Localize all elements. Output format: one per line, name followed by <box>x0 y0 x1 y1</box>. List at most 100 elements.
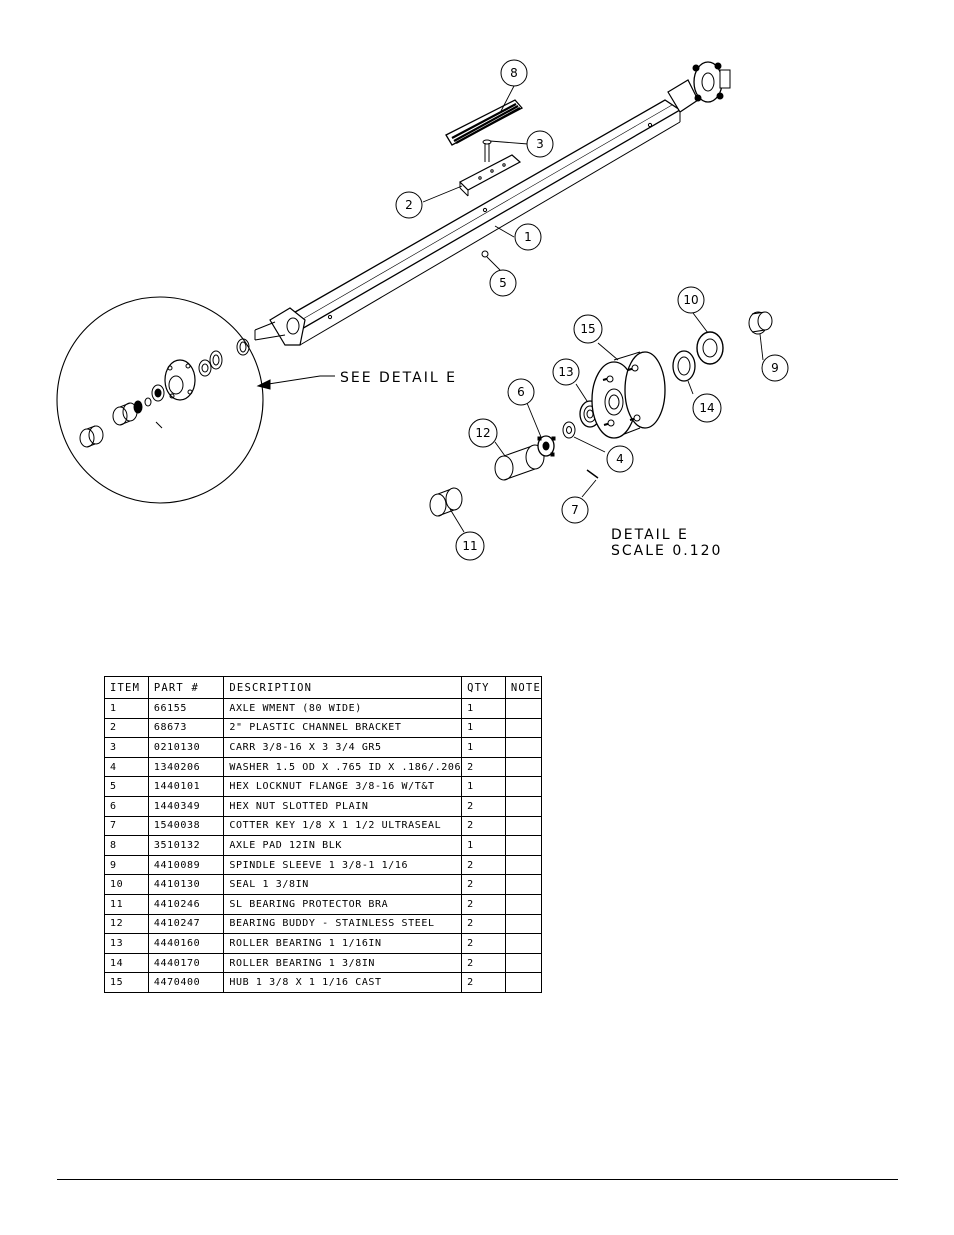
callout-12 <box>468 418 498 448</box>
detail-e-parts <box>429 311 773 517</box>
bom-cell-part: 4410089 <box>147 854 225 876</box>
bom-cell-note <box>504 698 543 719</box>
callout-label-13: 13 <box>558 365 573 379</box>
right-hub <box>667 61 731 113</box>
bom-cell-description: HUB 1 3/8 X 1 1/16 CAST <box>223 972 463 993</box>
callout-label-3: 3 <box>536 137 544 151</box>
bom-cell-note <box>504 795 543 817</box>
callout-14 <box>692 393 722 423</box>
callout-label-7: 7 <box>571 503 579 517</box>
locknut <box>481 250 489 258</box>
bom-cell-item: 2 <box>104 717 149 739</box>
drawing-notes: SEE DETAIL E DETAIL E SCALE 0.120 <box>340 370 722 559</box>
bom-cell-part: 68673 <box>147 717 225 739</box>
bom-cell-note <box>504 815 543 837</box>
callout-label-15: 15 <box>580 322 595 336</box>
bom-cell-qty: 2 <box>461 795 506 817</box>
bom-cell-note <box>504 933 543 954</box>
bom-cell-qty: 1 <box>461 776 506 797</box>
bom-cell-description: SEAL 1 3/8IN <box>223 874 463 895</box>
bom-cell-qty: 1 <box>461 717 506 739</box>
spindle-sleeve-small <box>236 338 250 356</box>
bom-cell-qty: 2 <box>461 756 506 778</box>
callout-7 <box>561 496 589 524</box>
bom-cell-qty: 1 <box>461 835 506 856</box>
bom-header-row: ITEM PART # DESCRIPTION QTY NOTE <box>104 676 543 699</box>
bom-header-qty: QTY <box>461 676 506 699</box>
bom-cell-item: 9 <box>104 854 149 876</box>
leader-lines <box>422 85 764 533</box>
bom-cell-qty: 2 <box>461 933 506 954</box>
bom-cell-item: 14 <box>104 952 149 974</box>
bom-cell-note <box>504 874 543 895</box>
bom-cell-note <box>504 854 543 876</box>
bom-cell-item: 6 <box>104 795 149 817</box>
detail-scale: SCALE 0.120 <box>611 543 722 559</box>
bom-cell-note <box>504 952 543 974</box>
bom-cell-description: WASHER 1.5 OD X .765 ID X .186/.206 <box>223 756 463 778</box>
bom-cell-part: 4470400 <box>147 972 225 993</box>
callout-2 <box>395 191 423 219</box>
bom-cell-note <box>504 756 543 778</box>
bom-cell-part: 1440101 <box>147 776 225 797</box>
bom-cell-note <box>504 737 543 758</box>
bom-cell-note <box>504 913 543 935</box>
callout-4 <box>606 445 634 473</box>
bom-cell-item: 8 <box>104 835 149 856</box>
callout-label-8: 8 <box>510 66 518 80</box>
callout-9 <box>761 354 789 382</box>
bom-cell-item: 11 <box>104 893 149 915</box>
callout-15 <box>573 314 603 344</box>
callout-label-5: 5 <box>499 276 507 290</box>
bom-cell-description: HEX NUT SLOTTED PLAIN <box>223 795 463 817</box>
bom-cell-qty: 2 <box>461 854 506 876</box>
bom-cell-part: 1440349 <box>147 795 225 817</box>
bom-cell-part: 0210130 <box>147 737 225 758</box>
bom-cell-description: AXLE PAD 12IN BLK <box>223 835 463 856</box>
bom-cell-part: 66155 <box>147 698 225 719</box>
callout-label-1: 1 <box>524 230 532 244</box>
callout-11 <box>455 531 485 561</box>
bom-cell-part: 4440160 <box>147 933 225 954</box>
callout-label-10: 10 <box>683 293 698 307</box>
detail-title: DETAIL E <box>611 527 689 543</box>
bom-cell-part: 4440170 <box>147 952 225 974</box>
bom-cell-item: 7 <box>104 815 149 837</box>
detail-circle <box>56 296 264 504</box>
callout-label-9: 9 <box>771 361 779 375</box>
bom-cell-part: 3510132 <box>147 835 225 856</box>
callout-label-4: 4 <box>616 452 624 466</box>
bom-cell-qty: 2 <box>461 815 506 837</box>
bom-cell-part: 4410246 <box>147 893 225 915</box>
bom-cell-qty: 1 <box>461 737 506 758</box>
bom-cell-description: HEX LOCKNUT FLANGE 3/8-16 W/T&T <box>223 776 463 797</box>
bom-header-description: DESCRIPTION <box>223 676 463 699</box>
callout-label-14: 14 <box>699 401 714 415</box>
bom-cell-description: 2" PLASTIC CHANNEL BRACKET <box>223 717 463 739</box>
bom-header-part: PART # <box>147 676 225 699</box>
bom-cell-description: BEARING BUDDY - STAINLESS STEEL <box>223 913 463 935</box>
bom-header-note: NOTE <box>504 676 543 699</box>
bom-cell-item: 12 <box>104 913 149 935</box>
bom-cell-qty: 2 <box>461 893 506 915</box>
callout-5 <box>489 269 517 297</box>
bom-cell-note <box>504 776 543 797</box>
axle-pad <box>445 99 524 146</box>
bom-cell-qty: 2 <box>461 913 506 935</box>
bom-cell-item: 15 <box>104 972 149 993</box>
callout-label-12: 12 <box>475 426 490 440</box>
bom-cell-note <box>504 835 543 856</box>
axle-beam <box>289 99 682 346</box>
bom-cell-qty: 2 <box>461 952 506 974</box>
bom-cell-part: 4410130 <box>147 874 225 895</box>
bom-cell-qty: 2 <box>461 972 506 993</box>
